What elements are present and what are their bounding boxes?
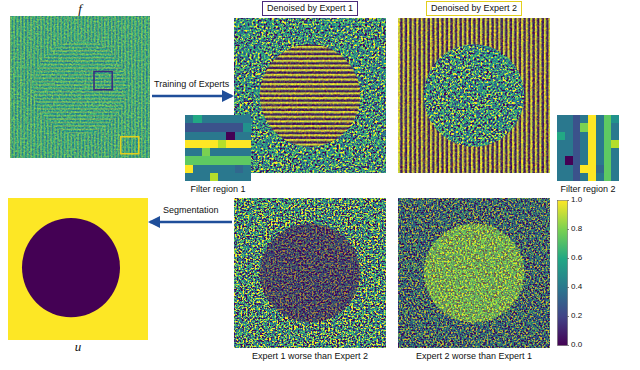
vertical-texture: [10, 16, 150, 158]
filter-image: [557, 115, 619, 181]
filter-cell: [185, 165, 193, 173]
colorbar-tick-label: 0.6: [571, 253, 582, 263]
image-panel: Denoised by Expert 2: [398, 1, 550, 173]
background-region: [8, 198, 148, 340]
noise-texture: [398, 18, 550, 173]
filter-cell: [580, 123, 588, 131]
filter-cell: [185, 123, 251, 131]
segmentation-image: [8, 198, 148, 340]
colorbar: [557, 200, 569, 346]
filter-cell: [611, 140, 619, 148]
colorbar-tick-label: 0.0: [571, 340, 582, 350]
filter-cell: [185, 156, 251, 164]
flow-arrow: [150, 221, 232, 224]
filter-cell: [210, 173, 218, 181]
horizontal-texture: [34, 40, 126, 134]
node-caption: u: [75, 340, 82, 354]
filter-cells: [557, 115, 619, 181]
bright-region: [424, 224, 524, 323]
input-image: [10, 16, 150, 158]
segmented-region: [22, 218, 120, 317]
node-caption: Filter region 1: [190, 184, 245, 195]
filter-cell: [573, 115, 581, 181]
colorbar-gradient: [558, 201, 568, 346]
colorbar-tick-label: 0.8: [571, 224, 582, 234]
filter-cell: [557, 132, 565, 140]
node-caption: Denoised by Expert 1: [262, 1, 358, 16]
colorbar-ticks: [568, 201, 570, 346]
noise-texture: [234, 18, 386, 173]
filter-cell: [580, 165, 588, 173]
region-marker: [121, 137, 139, 154]
image-panel: u: [8, 198, 148, 354]
filter-cell: [226, 132, 234, 140]
arrow-label: Training of Experts: [153, 79, 230, 90]
filter-image: [185, 115, 251, 181]
node-caption: f: [78, 2, 82, 16]
image-panel: Expert 1 worse than Expert 2: [234, 198, 386, 362]
image-panel: Expert 2 worse than Expert 1: [398, 198, 550, 362]
filter-cell: [235, 165, 243, 173]
image-panel: f: [10, 2, 150, 158]
error-image: [398, 198, 550, 348]
stripe-region: [398, 18, 550, 173]
node-caption: Filter region 2: [560, 184, 615, 195]
filter-cell: [565, 156, 573, 164]
noise-texture: [398, 198, 550, 348]
filter-cell: [243, 123, 251, 131]
dark-region: [260, 224, 360, 323]
filter-cell: [185, 140, 251, 148]
filter-cell: [193, 115, 201, 123]
filter-cell: [588, 115, 596, 181]
filter-cell: [185, 115, 251, 181]
flow-arrow: [152, 95, 232, 98]
region-marker: [94, 71, 112, 89]
colorbar-tick-label: 1.0: [571, 195, 582, 205]
filter-cell: [596, 165, 604, 173]
stripe-region: [260, 44, 360, 146]
image-panel: Filter region 2: [548, 115, 628, 195]
denoised-image: [398, 18, 550, 173]
node-caption: Expert 1 worse than Expert 2: [252, 351, 368, 362]
error-image: [234, 198, 386, 348]
noise-texture: [234, 198, 386, 348]
denoised-image: [234, 18, 386, 173]
filter-cell: [202, 148, 210, 156]
node-caption: Expert 2 worse than Expert 1: [416, 351, 532, 362]
filter-cell: [218, 140, 226, 148]
filter-cells: [185, 115, 251, 181]
node-caption: Denoised by Expert 2: [426, 1, 522, 16]
filter-cell: [611, 115, 619, 123]
noise-texture: [10, 16, 150, 158]
image-panel: Denoised by Expert 1: [234, 1, 386, 173]
filter-cell: [604, 115, 612, 181]
colorbar-tick-label: 0.4: [571, 282, 582, 292]
colorbar-tick-label: 0.2: [571, 311, 582, 321]
image-panel: Filter region 1: [178, 115, 258, 195]
dark-region: [398, 198, 550, 348]
arrow-label: Segmentation: [162, 205, 220, 216]
filter-cell: [557, 115, 619, 181]
